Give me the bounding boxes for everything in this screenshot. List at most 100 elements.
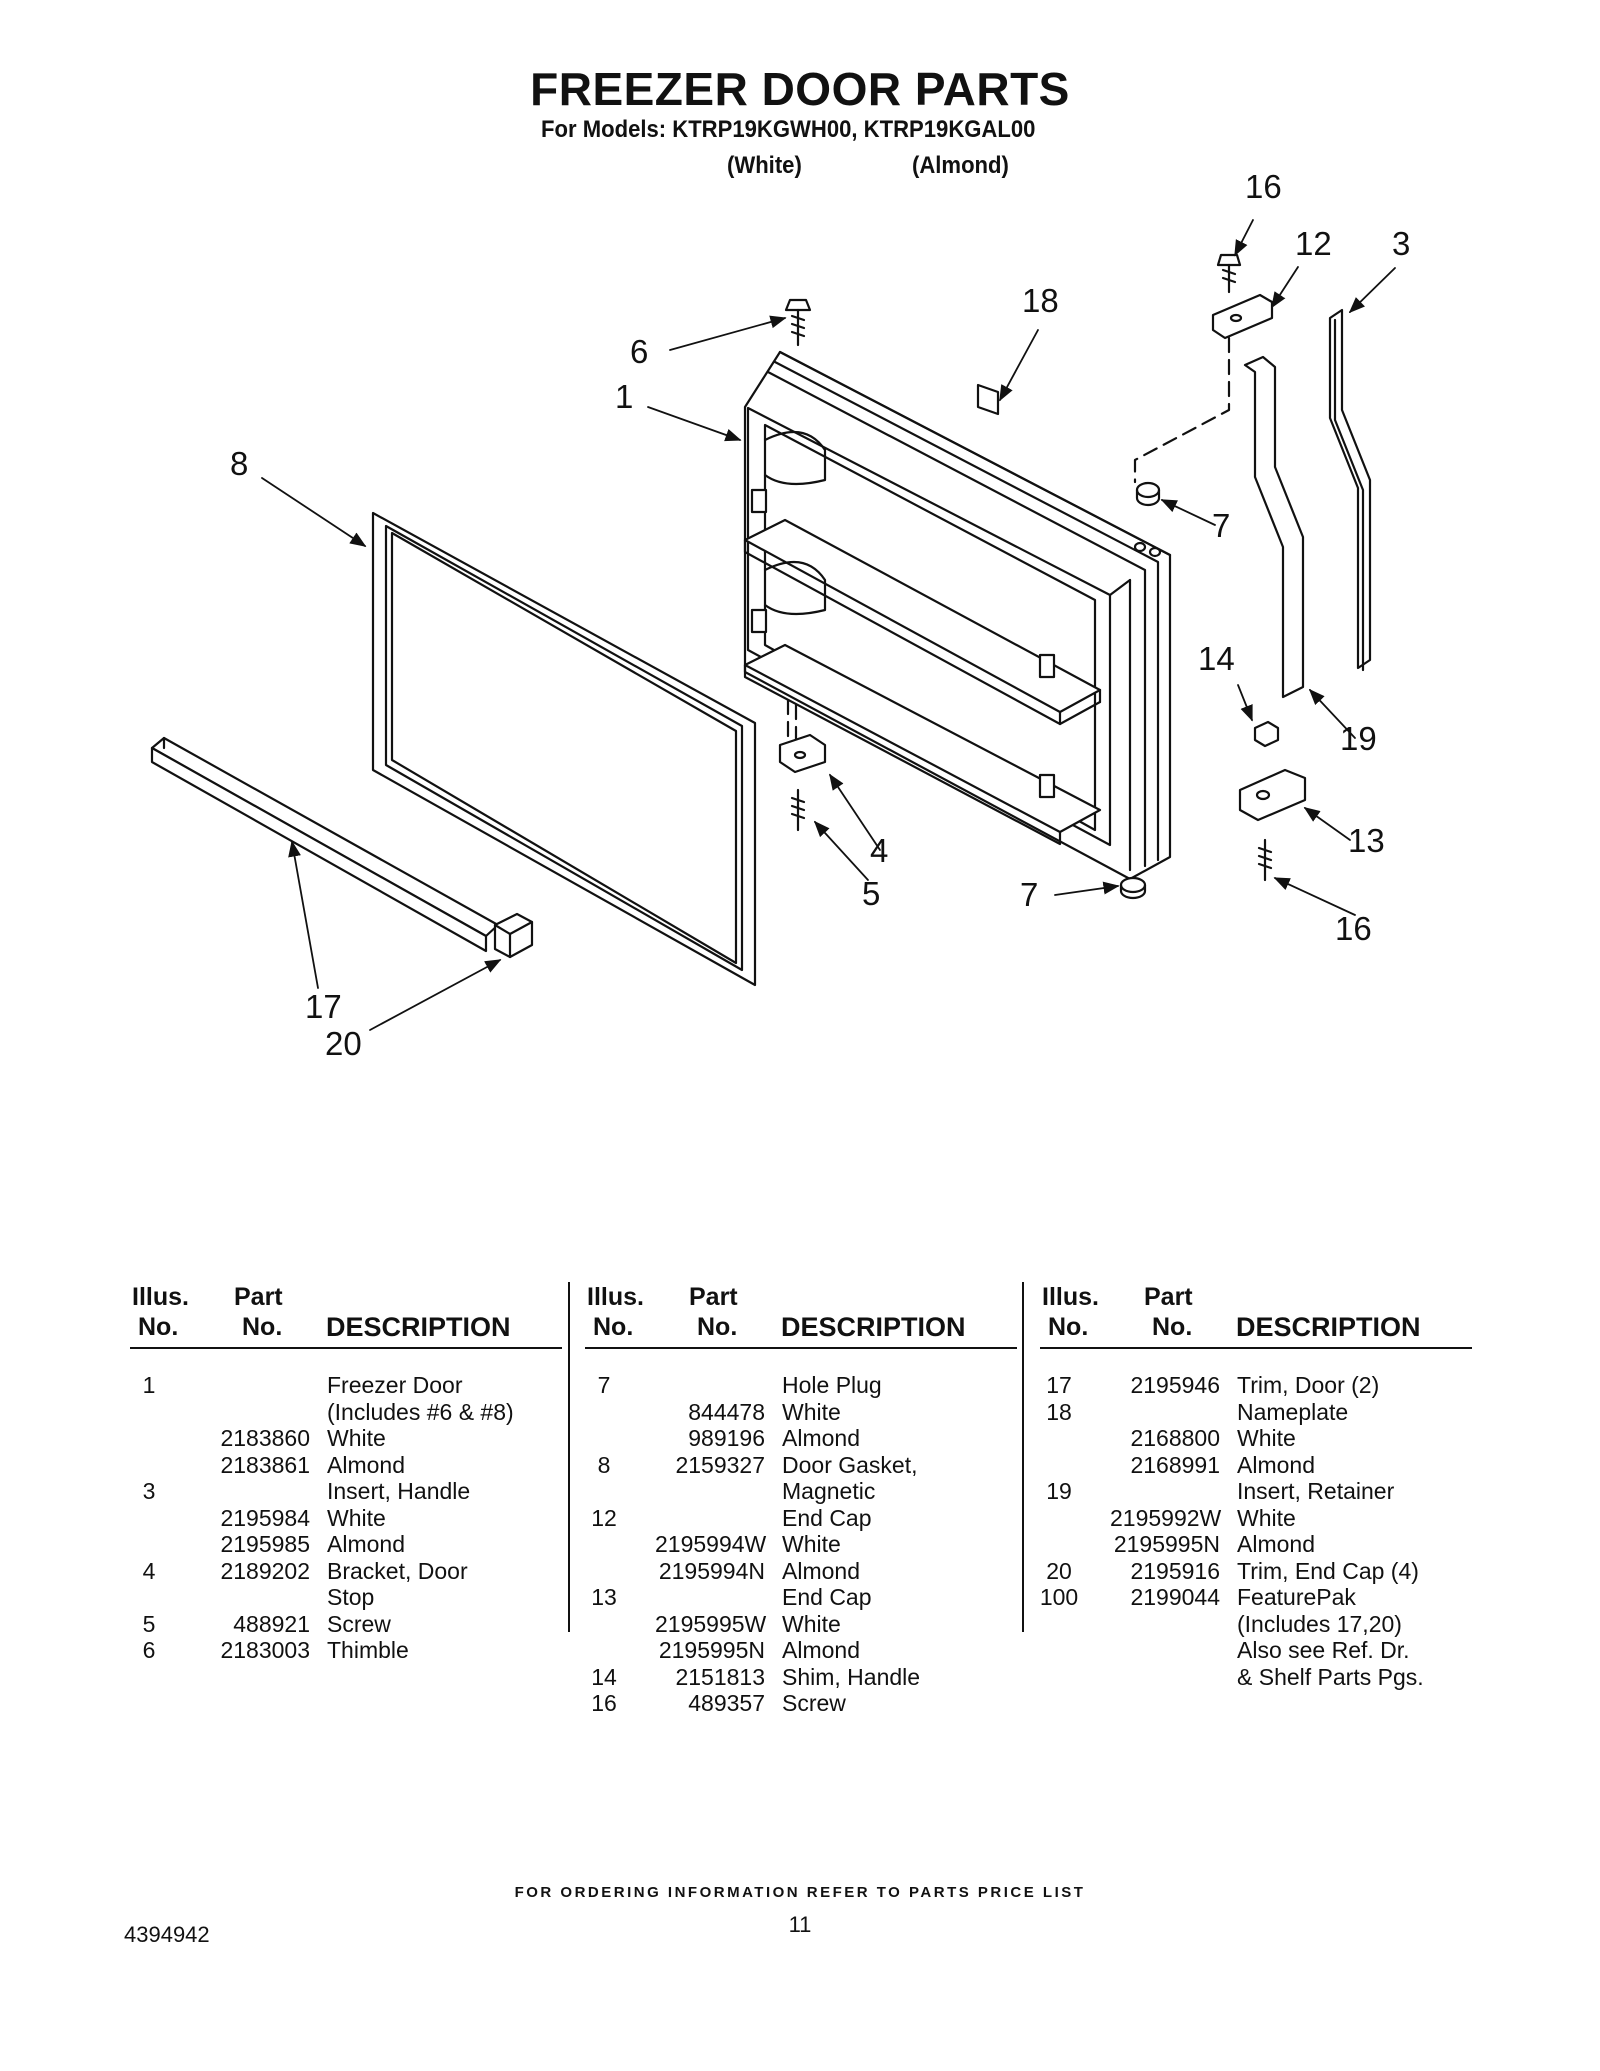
color-label-almond: (Almond) bbox=[912, 152, 1009, 179]
illus-number: 20 bbox=[1046, 1557, 1072, 1584]
document-number: 4394942 bbox=[124, 1922, 210, 1947]
illus-number: 100 bbox=[1039, 1584, 1079, 1610]
trim-end-cap-drawing bbox=[493, 912, 534, 959]
callout-14: 14 bbox=[1198, 640, 1235, 677]
header-rule bbox=[1040, 1347, 1472, 1349]
description: Hole Plug bbox=[782, 1372, 882, 1398]
description: Stop bbox=[327, 1584, 375, 1610]
page-number: 11 bbox=[788, 1912, 812, 1937]
table-row: 6 2183003 Thimble bbox=[130, 1637, 590, 1663]
callout-16-bottom: 16 bbox=[1335, 910, 1372, 947]
part-number: 2195994N bbox=[658, 1557, 765, 1584]
part-number: 488921 bbox=[233, 1610, 310, 1637]
description: FeaturePak bbox=[1237, 1584, 1356, 1610]
illus-number: 4 bbox=[142, 1557, 156, 1584]
table-row: 1 Freezer Door bbox=[130, 1372, 590, 1398]
description: Almond bbox=[782, 1557, 860, 1584]
description: Insert, Retainer bbox=[1237, 1478, 1395, 1504]
header-description: DESCRIPTION bbox=[326, 1312, 511, 1342]
header-part-no: No. bbox=[1152, 1313, 1193, 1341]
description: Screw bbox=[782, 1690, 846, 1716]
header-illus-no: No. bbox=[593, 1313, 634, 1341]
illus-number: 17 bbox=[1046, 1372, 1072, 1398]
part-number: 2195995N bbox=[1113, 1531, 1220, 1557]
header-part: Part bbox=[689, 1283, 738, 1311]
table-row: Magnetic bbox=[585, 1478, 1045, 1504]
description: & Shelf Parts Pgs. bbox=[1237, 1663, 1424, 1690]
description: Insert, Handle bbox=[327, 1478, 471, 1504]
color-label-white: (White) bbox=[727, 152, 802, 179]
description: Freezer Door bbox=[327, 1372, 463, 1398]
description: Nameplate bbox=[1237, 1398, 1349, 1425]
part-number: 2183003 bbox=[220, 1637, 310, 1663]
part-number: 2195995W bbox=[655, 1610, 767, 1637]
part-number: 2195916 bbox=[1130, 1557, 1220, 1584]
table-row: (Includes 17,20) bbox=[1040, 1611, 1500, 1637]
part-number: 489357 bbox=[688, 1690, 765, 1716]
table-row: & Shelf Parts Pgs. bbox=[1040, 1664, 1500, 1690]
illus-number: 7 bbox=[597, 1372, 611, 1398]
handle-insert-drawing bbox=[1328, 308, 1372, 672]
description: End Cap bbox=[782, 1584, 872, 1610]
column-divider bbox=[1022, 1282, 1024, 1632]
part-number: 2168991 bbox=[1130, 1451, 1220, 1478]
callout-7-bottom: 7 bbox=[1020, 876, 1038, 913]
part-number: 2195992W bbox=[1110, 1504, 1222, 1531]
header-part: Part bbox=[234, 1283, 283, 1311]
description: Thimble bbox=[327, 1637, 409, 1663]
description: End Cap bbox=[782, 1504, 872, 1531]
description: White bbox=[1237, 1504, 1296, 1531]
part-number: 2189202 bbox=[220, 1557, 310, 1584]
part-number: 2199044 bbox=[1130, 1584, 1220, 1610]
door-gasket-drawing bbox=[371, 511, 757, 987]
description: White bbox=[782, 1531, 841, 1557]
callout-19: 19 bbox=[1340, 720, 1377, 757]
illus-number: 16 bbox=[591, 1690, 617, 1716]
header-illus-no: No. bbox=[1048, 1313, 1089, 1341]
callout-16-top: 16 bbox=[1245, 170, 1282, 205]
callout-5: 5 bbox=[862, 875, 880, 912]
part-number: 2183861 bbox=[220, 1451, 310, 1478]
part-number: 989196 bbox=[688, 1425, 765, 1451]
callout-4: 4 bbox=[870, 832, 888, 869]
callout-7-top: 7 bbox=[1212, 507, 1230, 544]
ordering-footer: FOR ORDERING INFORMATION REFER TO PARTS … bbox=[514, 1884, 1086, 1901]
part-number: 2195994W bbox=[655, 1531, 767, 1557]
header-illus-no: No. bbox=[138, 1313, 179, 1341]
table-row: Also see Ref. Dr. bbox=[1040, 1637, 1500, 1663]
table-row: (Includes #6 & #8) bbox=[130, 1399, 590, 1425]
end-cap-bottom-drawing bbox=[1238, 768, 1307, 822]
description: (Includes #6 & #8) bbox=[327, 1398, 514, 1425]
callout-12: 12 bbox=[1295, 225, 1332, 262]
part-number: 2195946 bbox=[1130, 1372, 1220, 1398]
header-description: DESCRIPTION bbox=[781, 1312, 966, 1342]
illus-number: 1 bbox=[142, 1372, 156, 1398]
exploded-parts-diagram: 16 12 3 18 6 1 8 7 14 19 4 13 5 7 16 17 … bbox=[150, 170, 1410, 1062]
header-part-no: No. bbox=[242, 1313, 283, 1341]
nameplate-drawing bbox=[976, 383, 1000, 416]
callout-17: 17 bbox=[305, 988, 342, 1025]
illus-number: 3 bbox=[142, 1478, 156, 1504]
table-row: Stop bbox=[130, 1584, 590, 1610]
header-illus: Illus. bbox=[132, 1283, 189, 1311]
illus-number: 13 bbox=[591, 1584, 617, 1610]
table-row: 2195994W White bbox=[585, 1531, 1045, 1557]
header-rule bbox=[130, 1347, 562, 1349]
illus-number: 5 bbox=[142, 1610, 156, 1637]
illus-number: 6 bbox=[142, 1637, 156, 1663]
models-subtitle: For Models: KTRP19KGWH00, KTRP19KGAL00 bbox=[541, 116, 1036, 143]
door-trim-drawing bbox=[150, 736, 500, 953]
table-row: 100 2199044 FeaturePak bbox=[1040, 1584, 1500, 1610]
end-cap-top-drawing bbox=[1211, 293, 1274, 340]
header-part-no: No. bbox=[697, 1313, 738, 1341]
